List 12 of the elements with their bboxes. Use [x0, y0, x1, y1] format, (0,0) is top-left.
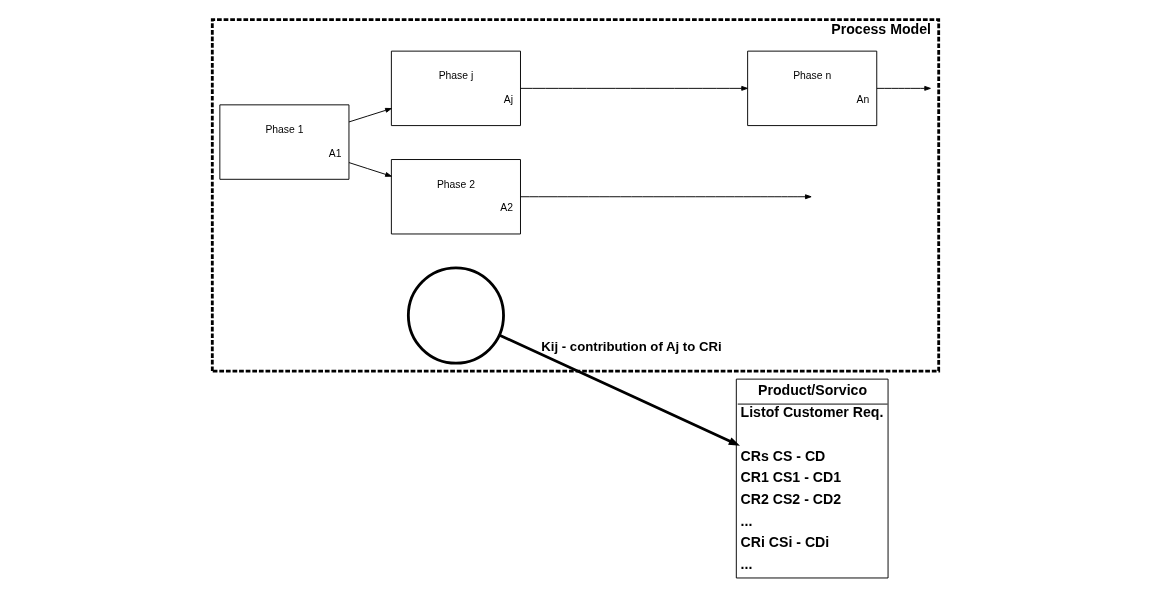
node-circle — [406, 266, 505, 365]
node-box: Phase j Aj — [390, 50, 521, 127]
node-box: Phase n An — [747, 50, 878, 127]
arrow — [499, 333, 741, 446]
arrow — [348, 162, 392, 177]
node-box: Phase 1 A1 — [219, 104, 350, 180]
node-box: Phase 2 A2 — [390, 159, 521, 235]
edge-label: Kij - contribution of Aj to CRi — [541, 338, 722, 354]
arrow — [520, 194, 812, 200]
arrow — [520, 85, 748, 91]
arrow — [876, 85, 931, 91]
arrow — [348, 107, 392, 123]
